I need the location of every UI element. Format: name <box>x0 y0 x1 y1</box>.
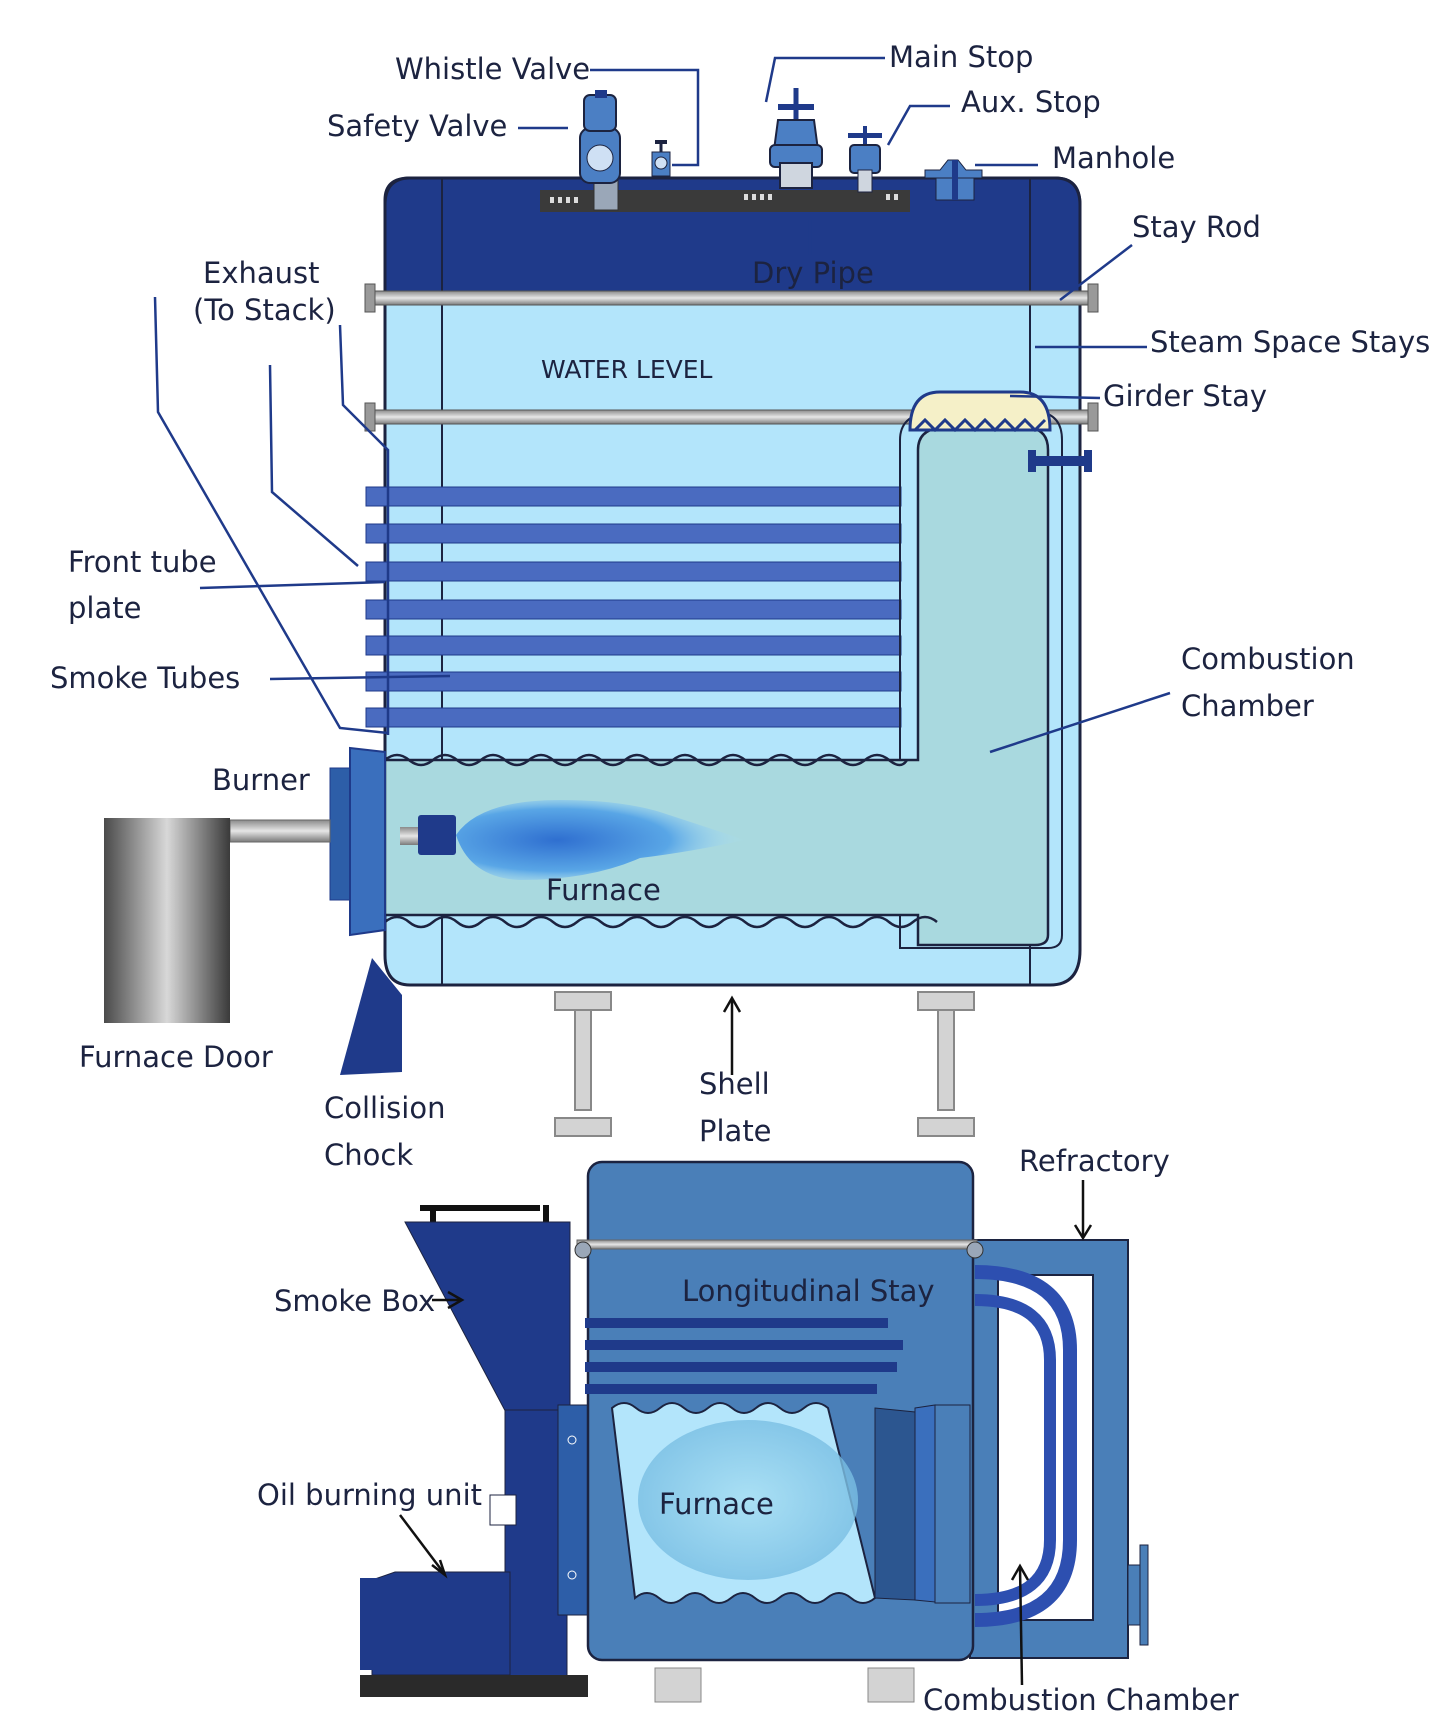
saddle-supports <box>554 991 975 1137</box>
label-smoke-tubes: Smoke Tubes <box>50 661 240 695</box>
main-stop-valve <box>769 88 823 189</box>
label-aux-stop: Aux. Stop <box>961 85 1101 119</box>
label-collision-chock: Collision <box>324 1091 445 1125</box>
label-girder-stay: Girder Stay <box>1103 379 1267 413</box>
bottom-smoke-tubes <box>585 1318 903 1394</box>
smoke-tubes <box>365 486 902 728</box>
label-burner: Burner <box>212 763 310 797</box>
furnace-door <box>104 818 230 1023</box>
stay-rod-upper <box>364 283 1099 313</box>
label-exhaust-to-stack: (To Stack) <box>193 293 336 327</box>
bottom-flame <box>638 1420 858 1580</box>
label-combustion-chamber-bottom: Combustion Chamber <box>923 1683 1239 1717</box>
label-collision-chock-2: Chock <box>324 1138 413 1172</box>
label-furnace-door: Furnace Door <box>79 1040 273 1074</box>
label-main-stop: Main Stop <box>889 40 1033 74</box>
safety-valve <box>579 90 621 211</box>
dry-pipe <box>540 190 910 212</box>
top-boiler <box>104 88 1099 1137</box>
label-steam-space-stays: Steam Space Stays <box>1150 325 1430 359</box>
collision-chock <box>340 958 402 1075</box>
oil-burning-unit <box>360 1571 588 1697</box>
label-shell-plate-2: Plate <box>699 1114 772 1148</box>
furnace-corrugation-bottom <box>384 915 938 929</box>
label-refractory: Refractory <box>1019 1144 1170 1178</box>
label-dry-pipe: Dry Pipe <box>752 256 874 290</box>
label-exhaust: Exhaust <box>203 256 320 290</box>
label-whistle-valve: Whistle Valve <box>395 52 590 86</box>
label-front-tube-plate-2: plate <box>68 591 141 625</box>
whistle-valve <box>651 140 671 177</box>
smoke-box <box>404 1205 589 1681</box>
burner <box>229 746 456 937</box>
label-smoke-box: Smoke Box <box>274 1284 435 1318</box>
label-shell-plate: Shell <box>699 1067 770 1101</box>
furnace-corrugation-top <box>384 753 909 767</box>
aux-stop-valve <box>848 126 882 193</box>
label-safety-valve: Safety Valve <box>327 109 507 143</box>
bottom-boiler <box>360 1160 1149 1703</box>
label-longitudinal-stay: Longitudinal Stay <box>682 1274 935 1308</box>
manhole <box>924 159 983 201</box>
girder-stay <box>908 390 1092 472</box>
label-stay-rod: Stay Rod <box>1132 210 1261 244</box>
label-manhole: Manhole <box>1052 141 1175 175</box>
label-oil-burning-unit: Oil burning unit <box>257 1478 482 1512</box>
flame <box>456 800 745 880</box>
label-furnace-top: Furnace <box>546 873 661 907</box>
label-combustion-chamber: Combustion <box>1181 642 1355 676</box>
refractory-combustion-chamber <box>969 1239 1149 1659</box>
label-combustion-chamber-2: Chamber <box>1181 689 1314 723</box>
label-furnace-bottom: Furnace <box>659 1487 774 1521</box>
label-front-tube-plate: Front tube <box>68 545 217 579</box>
label-water-level: WATER LEVEL <box>541 355 713 384</box>
